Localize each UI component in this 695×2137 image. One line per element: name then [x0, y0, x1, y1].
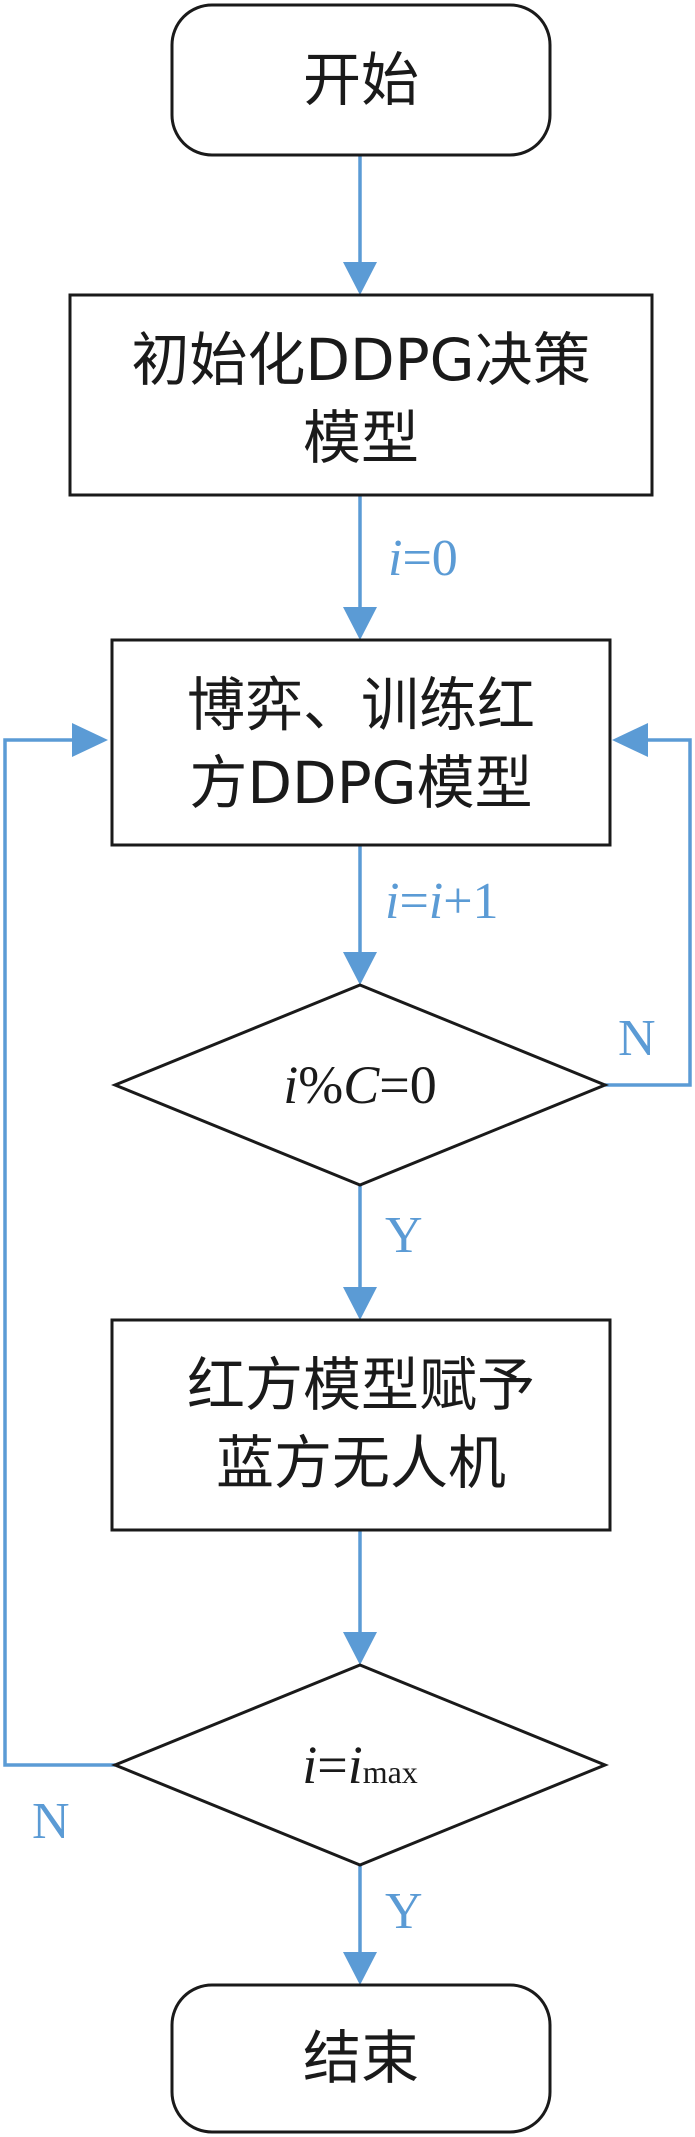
- cond2-no-label: N: [32, 1793, 70, 1850]
- assign-label-line2: 蓝方无人机: [216, 1429, 506, 1497]
- init-process: [68, 293, 654, 497]
- train-label-line2: 方DDPG模型: [189, 749, 532, 817]
- edge-label-i-increment: i=i+1: [385, 873, 499, 930]
- decision-max-check: [111, 1663, 609, 1867]
- train-label-line1: 博弈、训练红: [187, 671, 535, 739]
- arrowhead-cond2-no: [72, 723, 108, 757]
- arrowhead-cond1: [343, 952, 377, 985]
- decision-mod-check-label: i%C=0: [283, 1055, 437, 1115]
- assign-label-line1: 红方模型赋予: [187, 1351, 535, 1419]
- end-terminal: [170, 1983, 552, 2134]
- arrowhead-cond2: [343, 1632, 377, 1665]
- edge-cond2-no-loop: [3, 738, 115, 1767]
- arrowhead-init: [343, 262, 377, 295]
- end-label: 结束: [303, 2024, 419, 2092]
- decision-mod-check: [111, 983, 609, 1187]
- arrowhead-train: [343, 607, 377, 640]
- cond1-no-label: N: [618, 1010, 656, 1067]
- assign-process: [110, 1318, 612, 1532]
- arrowhead-assign: [343, 1287, 377, 1320]
- cond2-yes-label: Y: [385, 1883, 423, 1940]
- train-process: [110, 638, 612, 847]
- arrowhead-cond1-no: [612, 723, 648, 757]
- cond1-yes-label: Y: [385, 1207, 423, 1264]
- edge-cond1-no-loop: [605, 738, 692, 1087]
- start-terminal: [170, 3, 552, 157]
- init-label-line2: 模型: [303, 404, 419, 472]
- init-label-line1: 初始化DDPG决策: [131, 326, 590, 394]
- edge-label-i-zero: i=0: [388, 530, 458, 587]
- decision-max-check-label: i=imax: [302, 1735, 418, 1795]
- start-label: 开始: [303, 46, 419, 114]
- arrowhead-end: [343, 1952, 377, 1985]
